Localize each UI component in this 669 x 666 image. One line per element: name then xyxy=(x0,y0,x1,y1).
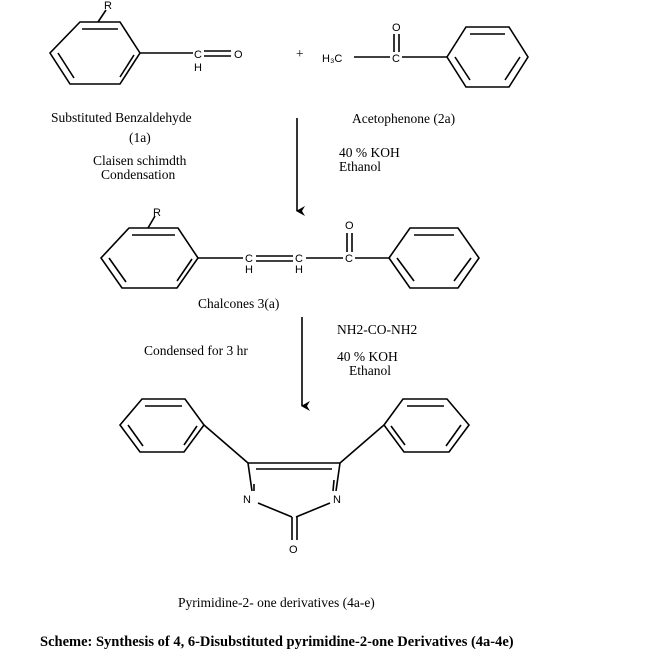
chalcone-right-ring xyxy=(388,227,480,289)
methyl-label: H₃C xyxy=(322,53,342,65)
chalcone-o-label: O xyxy=(345,220,354,232)
benzaldehyde-structure: R C H O xyxy=(48,0,243,85)
scheme-caption: Scheme: Synthesis of 4, 6-Disubstituted … xyxy=(40,634,514,650)
plus-sign: + xyxy=(296,46,304,61)
pyrimidinone-n2-label: N xyxy=(333,494,341,506)
benzaldehyde-name: Substituted Benzaldehyde xyxy=(51,110,192,125)
chalcone-r-label: R xyxy=(153,207,161,219)
benzaldehyde-r-label: R xyxy=(104,0,112,12)
step2-condition-right-1: NH2-CO-NH2 xyxy=(337,322,417,337)
step1-condition-right-2: Ethanol xyxy=(339,159,381,174)
step1-condition-left-1: Claisen schimdth xyxy=(93,153,187,168)
chalcone-left-ring xyxy=(99,227,199,289)
pyrimidinone-right-phenyl xyxy=(383,398,471,453)
chalcone-h1-label: H xyxy=(245,264,253,276)
pyrimidinone-n1-label: N xyxy=(243,494,251,506)
chalcone-h2-label: H xyxy=(295,264,303,276)
pyrimidinone-left-phenyl xyxy=(118,398,205,453)
acetophenone-c-label: C xyxy=(392,53,400,65)
benzaldehyde-code: (1a) xyxy=(129,130,151,145)
pyrimidinone-structure: N N O xyxy=(118,398,471,556)
acetophenone-o-label: O xyxy=(392,22,401,34)
chalcone-c2-label: C xyxy=(295,253,303,265)
pyrimidinone-o-label: O xyxy=(289,544,298,556)
step2-condition-left-1: Condensed for 3 hr xyxy=(144,343,248,358)
chalcone-c1-label: C xyxy=(245,253,253,265)
benzaldehyde-ring xyxy=(48,21,141,85)
chalcone-c3-label: C xyxy=(345,253,353,265)
chalcone-name: Chalcones 3(a) xyxy=(198,296,279,311)
acetophenone-name: Acetophenone (2a) xyxy=(352,111,455,126)
acetophenone-structure: H₃C C O xyxy=(322,22,529,88)
step1-condition-right-1: 40 % KOH xyxy=(339,145,400,160)
aldehyde-h-label: H xyxy=(194,62,202,74)
chalcone-structure: R C H C H C O xyxy=(99,207,480,289)
step2-condition-right-3: Ethanol xyxy=(349,363,391,378)
step2-condition-right-2: 40 % KOH xyxy=(337,349,398,364)
step1-condition-left-2: Condensation xyxy=(101,167,175,182)
r-bond xyxy=(97,9,107,23)
aldehyde-o-label: O xyxy=(234,49,243,61)
acetophenone-ring xyxy=(446,26,529,88)
chalcone-r-bond xyxy=(147,215,156,229)
pyrimidinone-name: Pyrimidine-2- one derivatives (4a-e) xyxy=(178,595,375,610)
aldehyde-c-label: C xyxy=(194,49,202,61)
